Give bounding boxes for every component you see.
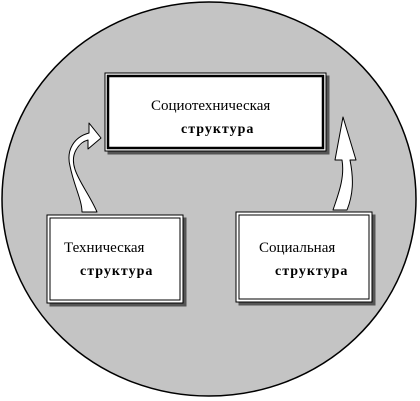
sociotechnical-label-line2: структура xyxy=(181,122,255,137)
background-circle xyxy=(1,1,417,397)
social-structure-box xyxy=(235,211,373,303)
sociotechnical-structure-box xyxy=(104,72,327,152)
technical-label-line1: Техническая xyxy=(64,240,145,256)
social-label-line2: структура xyxy=(275,264,349,279)
technical-structure-box xyxy=(46,214,184,304)
technical-label-line2: структура xyxy=(80,264,154,279)
social-label-line1: Социальная xyxy=(259,240,336,256)
arrow-technical-to-sociotechnical xyxy=(68,122,102,213)
sociotechnical-label-line1: Социотехническая xyxy=(151,98,271,114)
arrow-social-to-sociotechnical xyxy=(332,116,357,211)
